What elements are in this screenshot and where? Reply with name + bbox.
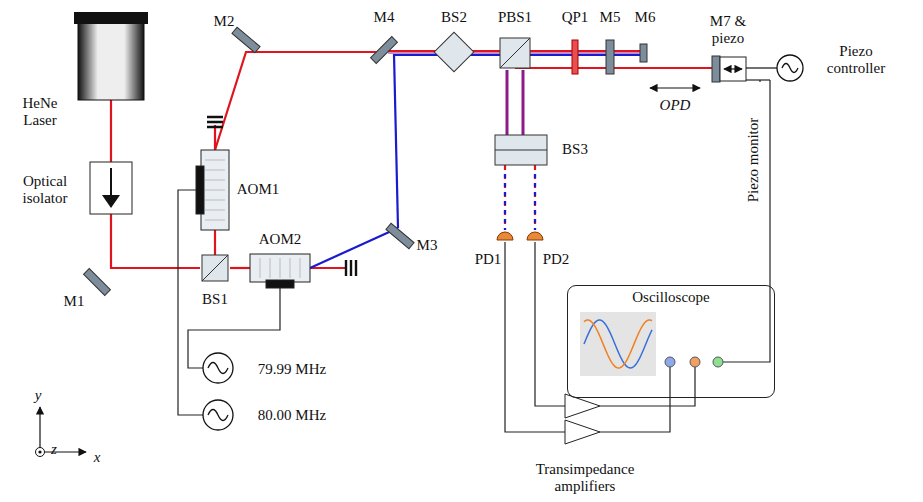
device-label: Piezo controller xyxy=(816,43,896,78)
channel-dot xyxy=(665,357,675,367)
mirror-label: M5 xyxy=(600,9,621,26)
axis-label: x xyxy=(94,449,101,466)
photodiode xyxy=(497,232,543,240)
beam-dump xyxy=(346,260,356,276)
component-label: M7 & piezo xyxy=(697,13,759,48)
mirror xyxy=(386,223,414,248)
component-label: AOM2 xyxy=(259,231,302,248)
dimension-label: OPD xyxy=(660,97,691,114)
device-title: Oscilloscope xyxy=(568,286,774,306)
beam-splitter xyxy=(202,255,228,281)
device-label: Transimpedance amplifiers xyxy=(515,461,655,496)
mirror-label: M6 xyxy=(635,9,656,26)
polarizing-beam-splitter xyxy=(500,38,530,68)
component-label: BS1 xyxy=(202,291,228,308)
beam-dump xyxy=(207,117,223,127)
mirror xyxy=(606,40,614,74)
mirror xyxy=(84,269,111,296)
mirror xyxy=(371,37,398,64)
mirror-label: M4 xyxy=(374,9,395,26)
trace xyxy=(584,320,652,368)
mirror-label: M1 xyxy=(64,293,85,310)
mirror-label: M2 xyxy=(214,13,235,30)
aom xyxy=(250,254,310,282)
scope-screen xyxy=(580,312,656,376)
component-label: PBS1 xyxy=(498,9,532,26)
hene-laser xyxy=(78,15,144,100)
frequency-label: 79.99 MHz xyxy=(258,361,326,378)
amplifier xyxy=(565,394,600,444)
blue-beam xyxy=(310,228,398,268)
aom xyxy=(201,150,229,230)
component-label: AOM1 xyxy=(237,181,280,198)
component-label: BS2 xyxy=(441,9,467,26)
detector-label: PD2 xyxy=(543,251,570,268)
opd-arrow xyxy=(650,87,700,88)
mirror xyxy=(232,27,260,52)
trace xyxy=(584,320,652,368)
beam-splitter xyxy=(434,32,474,72)
oscilloscope-box: Oscilloscope xyxy=(567,285,775,398)
channel-dot xyxy=(713,357,723,367)
axis-label: y xyxy=(35,387,42,404)
optical-isolator xyxy=(90,162,132,214)
mirror xyxy=(712,56,720,82)
signal-source xyxy=(777,55,803,81)
detector-label: PD1 xyxy=(475,251,502,268)
axis xyxy=(39,407,40,452)
component-label: BS3 xyxy=(562,141,588,158)
mirror xyxy=(640,44,647,62)
axis-label: z xyxy=(51,441,57,458)
signal-name: Piezo monitor xyxy=(745,118,762,203)
axis xyxy=(40,451,86,452)
channel-dot xyxy=(690,357,700,367)
piezo xyxy=(720,57,746,81)
part-label: HeNe Laser xyxy=(13,95,68,130)
frequency-label: 80.00 MHz xyxy=(258,407,326,424)
quarter-wave-plate xyxy=(572,40,578,74)
mirror-label: M3 xyxy=(417,237,438,254)
beam-splitter xyxy=(495,135,547,165)
part-label: Optical isolator xyxy=(9,173,81,208)
component-label: QP1 xyxy=(562,9,589,26)
